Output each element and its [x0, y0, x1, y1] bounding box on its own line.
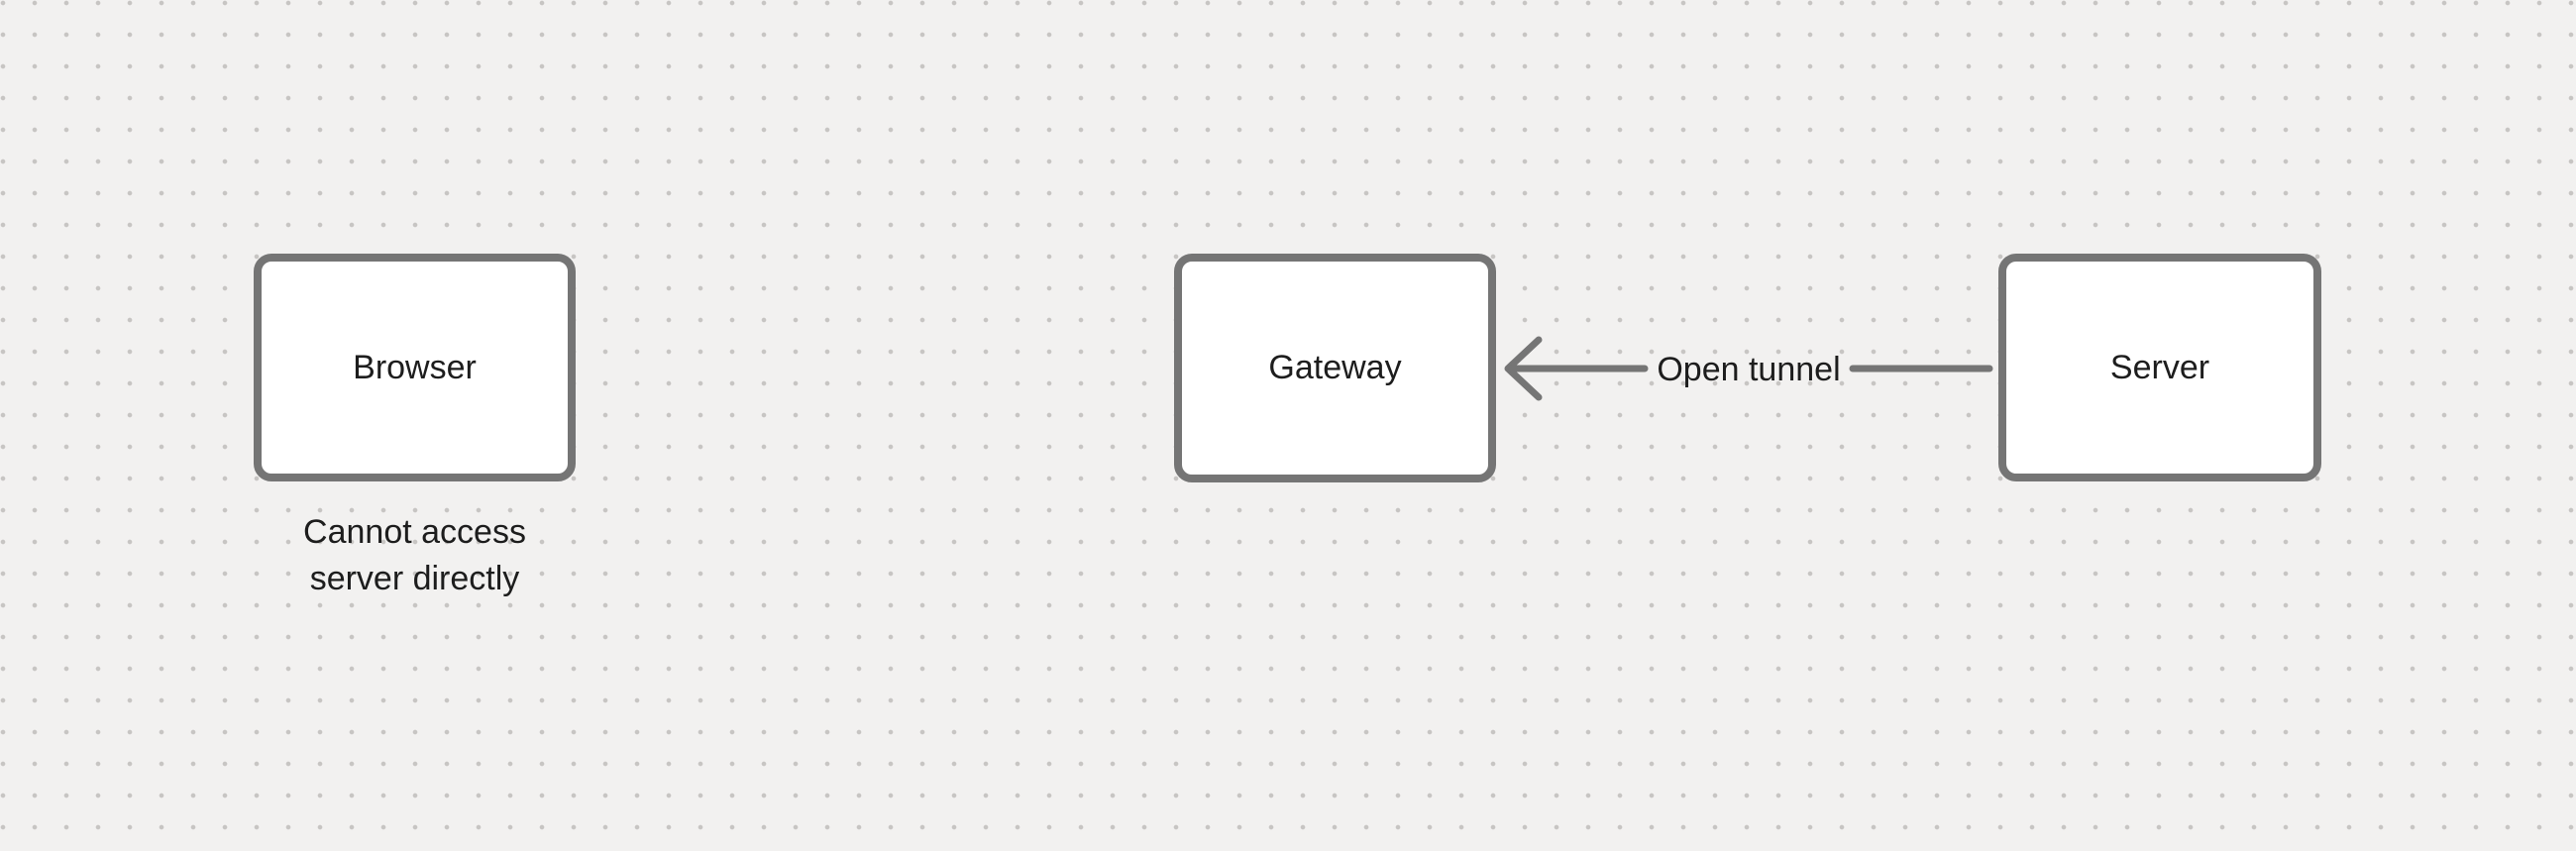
node-server-label: Server [2109, 348, 2210, 386]
node-server[interactable]: Server [1998, 254, 2321, 481]
node-browser[interactable]: Browser [254, 254, 576, 481]
node-browser-label: Browser [353, 348, 477, 386]
note-cannot-access[interactable]: Cannot access server directly [254, 509, 576, 602]
node-gateway[interactable]: Gateway [1174, 254, 1496, 482]
node-gateway-label: Gateway [1268, 349, 1402, 387]
edge-open-tunnel[interactable]: Open tunnel [1486, 317, 2001, 421]
edge-label-open-tunnel: Open tunnel [1657, 350, 1841, 388]
arrow-head-icon [1504, 336, 1543, 401]
note-line-2: server directly [309, 560, 520, 597]
open-tunnel-arrow [1504, 336, 1993, 401]
note-line-1: Cannot access [303, 513, 526, 551]
